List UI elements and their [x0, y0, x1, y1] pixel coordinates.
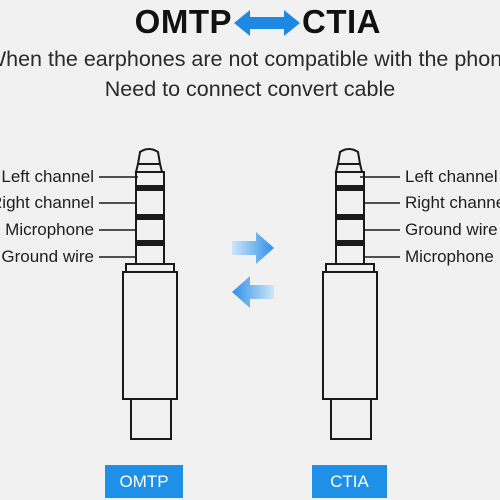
ctia-label-4: Microphone [405, 247, 494, 266]
omtp-plug [99, 148, 178, 440]
arrow-left-icon [232, 276, 274, 308]
double-arrow-icon [234, 10, 300, 36]
subtitle-line-2: Need to connect convert cable [104, 77, 396, 101]
ctia-label-1: Left channel [405, 167, 498, 186]
ctia-plug [322, 148, 400, 440]
ctia-label-3: Ground wire [405, 220, 498, 239]
title-ctia: CTIA [302, 3, 381, 40]
omtp-badge: OMTP [105, 465, 183, 498]
arrow-right-icon [232, 232, 274, 264]
omtp-label-4: Ground wire [1, 247, 94, 266]
title-row: OMTP CTIA [0, 2, 500, 42]
omtp-label-1: Left channel [1, 167, 94, 186]
omtp-label-3: Microphone [5, 220, 94, 239]
subtitle-line-1: When the earphones are not compatible wi… [0, 47, 500, 71]
title-omtp: OMTP [134, 3, 232, 40]
ctia-badge: CTIA [312, 465, 387, 498]
omtp-label-2: Right channel [0, 193, 94, 212]
ctia-label-2: Right channel [405, 193, 500, 212]
